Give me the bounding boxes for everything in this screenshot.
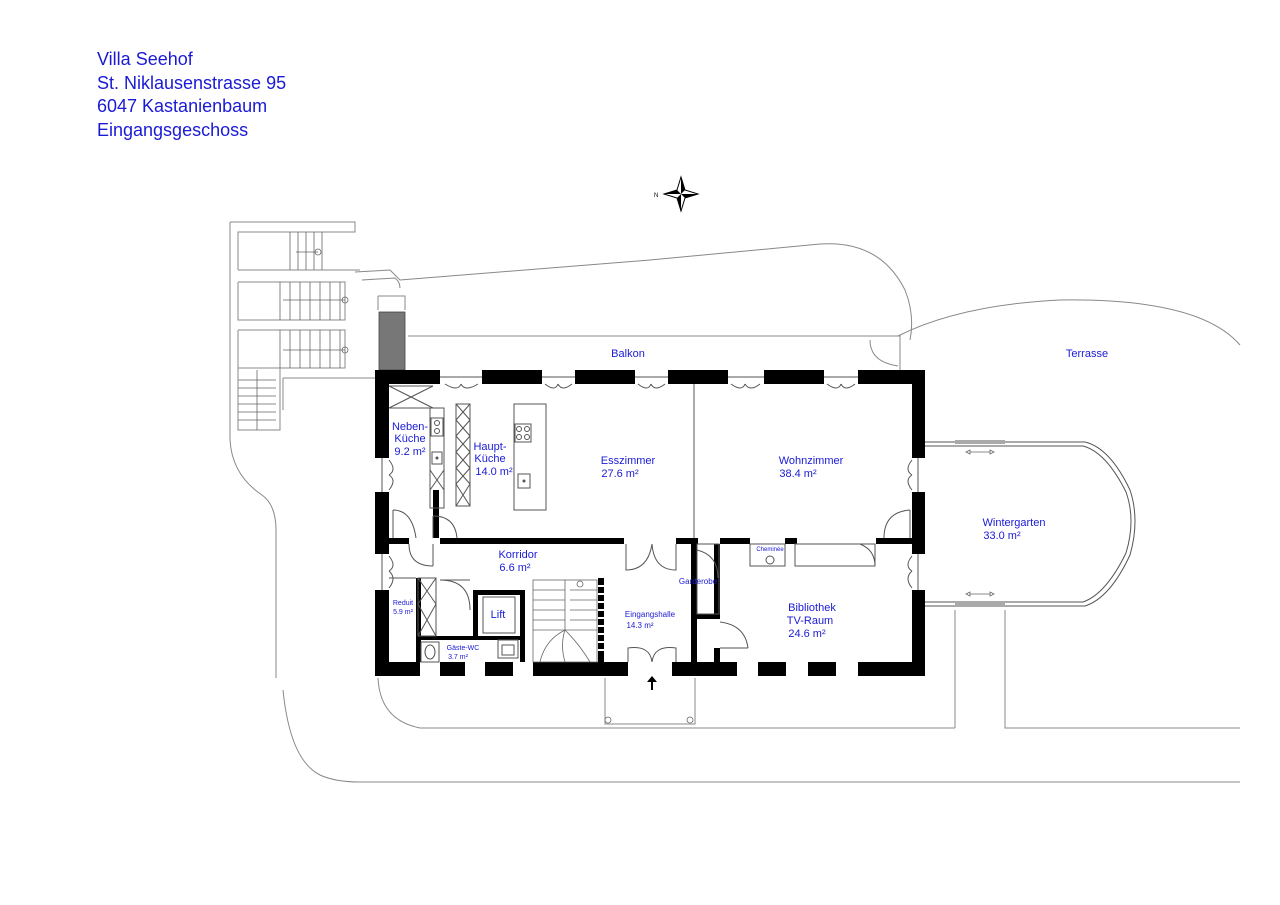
- fireplace-icon: [765, 555, 775, 565]
- room-label-haupt-2: Küche: [474, 453, 505, 465]
- interior-lines: [381, 376, 919, 663]
- sink-icon: [431, 451, 531, 489]
- room-area-neben: 9.2 m²: [394, 446, 426, 458]
- room-area-esszimmer: 27.6 m²: [601, 468, 639, 480]
- room-area-bibliothek: 24.6 m²: [788, 628, 826, 640]
- site-lines: [229, 221, 1241, 783]
- exterior-walls: [375, 370, 925, 676]
- toilet-icon: [424, 644, 515, 660]
- room-label-reduit: Reduit: [393, 600, 413, 607]
- room-labels: Balkon Terrasse Neben- Küche 9.2 m² Haup…: [392, 348, 1108, 661]
- room-label-bibliothek-1: Bibliothek: [788, 602, 836, 614]
- compass-north-letter: N: [654, 193, 658, 199]
- room-label-wohnzimmer: Wohnzimmer: [779, 455, 844, 467]
- room-area-reduit: 5.9 m²: [393, 609, 414, 616]
- room-label-korridor: Korridor: [498, 549, 537, 561]
- street-address: St. Niklausenstrasse 95: [97, 72, 287, 93]
- room-label-neben-2: Küche: [394, 433, 425, 445]
- room-area-wohnzimmer: 38.4 m²: [779, 468, 817, 480]
- floor-name: Eingangsgeschoss: [97, 119, 249, 140]
- room-label-wintergarten: Wintergarten: [983, 517, 1046, 529]
- stove-icon: [430, 417, 532, 443]
- wintergarten-outline: [925, 440, 1136, 607]
- room-label-lift: Lift: [491, 609, 506, 621]
- room-area-eingangshalle: 14.3 m²: [626, 621, 653, 630]
- room-label-cheminee: Cheminée: [756, 547, 784, 553]
- room-label-esszimmer: Esszimmer: [601, 455, 656, 467]
- room-label-gaeste-wc: Gäste-WC: [447, 645, 480, 652]
- room-label-balkon: Balkon: [611, 348, 645, 360]
- room-label-haupt-1: Haupt-: [473, 441, 506, 453]
- plan-title-block: Villa Seehof St. Niklausenstrasse 95 604…: [97, 48, 286, 142]
- room-area-korridor: 6.6 m²: [499, 562, 531, 574]
- room-area-haupt: 14.0 m²: [475, 466, 513, 478]
- room-label-eingangshalle: Eingangshalle: [625, 610, 676, 619]
- room-label-garderobe: Garderobe: [679, 577, 718, 586]
- room-label-bibliothek-2: TV-Raum: [787, 615, 833, 627]
- villa-name: Villa Seehof: [97, 49, 193, 69]
- city-address: 6047 Kastanienbaum: [97, 96, 268, 116]
- room-area-wintergarten: 33.0 m²: [983, 530, 1021, 542]
- room-label-neben-1: Neben-: [392, 421, 428, 433]
- room-area-gaeste-wc: 3.7 m²: [448, 654, 469, 661]
- entrance-arrow-icon: [647, 676, 657, 690]
- room-label-terrasse: Terrasse: [1066, 348, 1108, 360]
- compass-rose-icon: N: [654, 175, 700, 213]
